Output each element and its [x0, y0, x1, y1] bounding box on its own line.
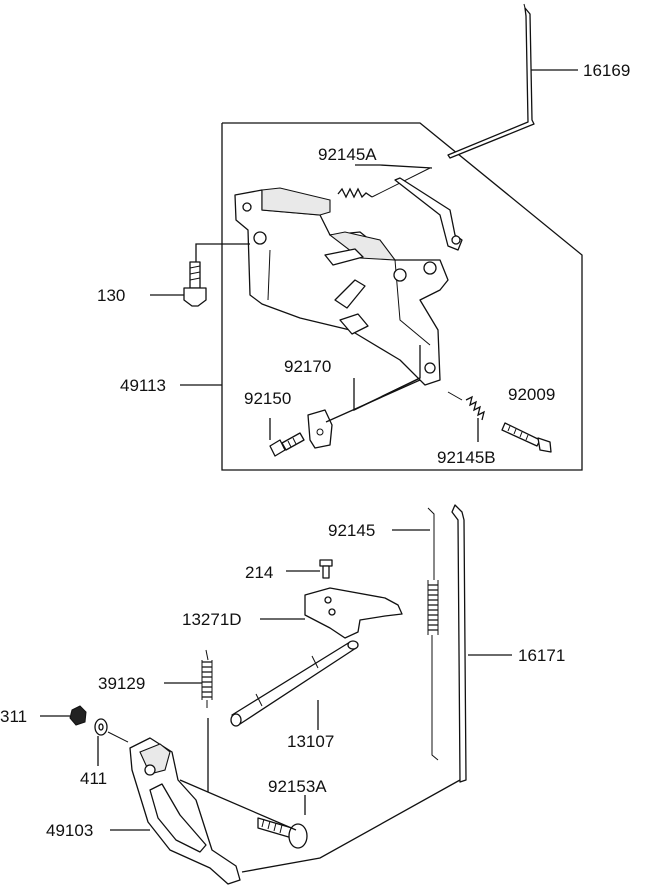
callout-92170: 92170 — [284, 357, 331, 376]
leader-lines-lower — [40, 529, 512, 831]
callout-92153A: 92153A — [268, 777, 327, 796]
part-spring-39129 — [201, 649, 213, 792]
callout-214: 214 — [245, 563, 273, 582]
callout-16169: 16169 — [583, 61, 630, 80]
callout-311: 311 — [0, 707, 27, 726]
callout-411: 411 — [80, 769, 107, 788]
part-nut-92170 — [307, 409, 333, 449]
part-bolt-92153A — [179, 779, 308, 849]
callout-92145: 92145 — [328, 521, 375, 540]
upper-assembly-frame — [221, 122, 583, 471]
part-nut-311 — [69, 705, 87, 726]
part-bolt-130 — [183, 243, 250, 307]
part-lever-49103 — [129, 737, 241, 885]
leader-lines-upper — [150, 69, 578, 442]
callout-92150: 92150 — [244, 389, 291, 408]
callout-49103: 49103 — [46, 821, 93, 840]
callout-39129: 39129 — [98, 674, 145, 693]
part-rod-16171 — [451, 504, 467, 783]
lower-assembly-frame — [241, 779, 461, 873]
callout-92009: 92009 — [508, 385, 555, 404]
part-shaft-13107 — [230, 640, 359, 727]
part-rod-16169 — [447, 3, 535, 159]
callout-92145B: 92145B — [437, 448, 496, 467]
callout-13271D: 13271D — [182, 610, 242, 629]
callout-49113: 49113 — [120, 376, 166, 395]
part-spring-92145B — [447, 391, 485, 421]
part-bolt-92150 — [269, 432, 305, 457]
part-washer-411 — [94, 718, 129, 743]
part-screw-92009 — [501, 422, 552, 453]
callout-130: 130 — [97, 286, 125, 305]
part-plate-13271D — [304, 587, 403, 639]
part-control-plate-49113 — [234, 177, 463, 386]
callout-92145A: 92145A — [318, 145, 377, 164]
callout-13107: 13107 — [287, 732, 334, 751]
callout-16171: 16171 — [518, 646, 565, 665]
part-screw-214 — [319, 559, 333, 579]
part-spring-92145 — [427, 507, 439, 761]
